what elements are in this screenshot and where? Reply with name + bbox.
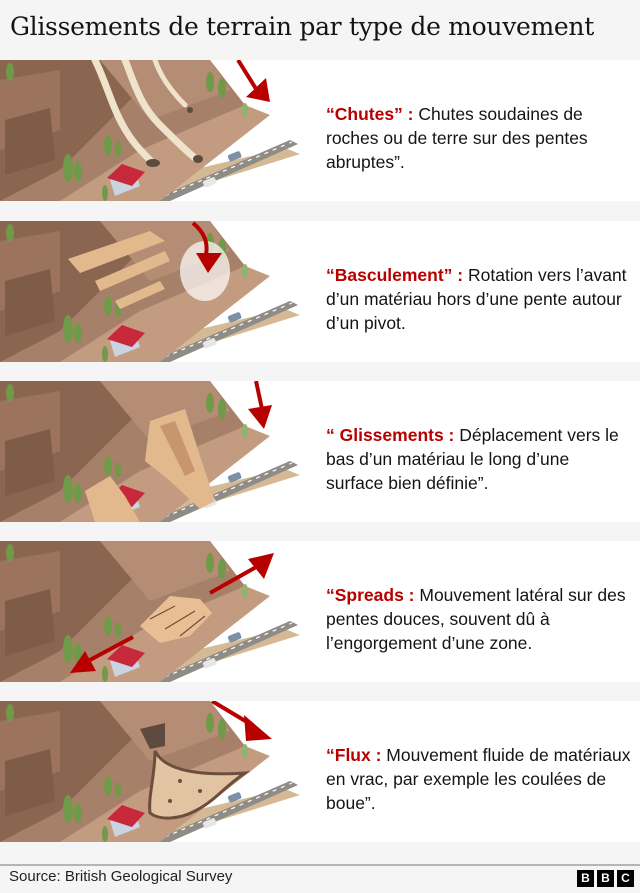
term-label: “Chutes” : xyxy=(326,104,414,124)
bbc-logo: B B C xyxy=(577,870,634,887)
term-label: “Basculement” : xyxy=(326,265,464,285)
panel-flows: “Flux : Mouvement fluide de matériaux en… xyxy=(0,701,640,842)
arrow-right-up-icon xyxy=(209,553,274,595)
bbc-logo-letter: B xyxy=(577,870,594,887)
flow-illustration xyxy=(0,701,300,842)
term-label: “Flux : xyxy=(326,745,382,765)
panel-slides: “ Glissements : Déplacement vers le bas … xyxy=(0,381,640,522)
arrow-down-right-icon xyxy=(210,701,272,741)
topple-illustration xyxy=(0,221,300,362)
panel-topple: “Basculement” : Rotation vers l’avant d’… xyxy=(0,221,640,362)
arrow-down-right-icon xyxy=(236,60,270,102)
description-text: Rotation vers l’avant d’un matériau hors… xyxy=(326,265,627,333)
panel-spreads: “Spreads : Mouvement latéral sur des pen… xyxy=(0,541,640,682)
rockfall-illustration xyxy=(0,60,300,201)
source-credit: Source: British Geological Survey xyxy=(9,868,233,885)
footer-divider xyxy=(0,864,640,866)
bbc-logo-letter: B xyxy=(597,870,614,887)
spread-illustration xyxy=(0,541,300,682)
panel-falls: “Chutes” : Chutes soudaines de roches ou… xyxy=(0,60,640,201)
description-text: Chutes soudaines de roches ou de terre s… xyxy=(326,104,588,172)
flows-description: “Flux : Mouvement fluide de matériaux en… xyxy=(326,743,631,815)
description-text: Mouvement latéral sur des pentes douces,… xyxy=(326,585,626,653)
bbc-logo-letter: C xyxy=(617,870,634,887)
term-label: “ Glissements : xyxy=(326,425,455,445)
page-title: Glissements de terrain par type de mouve… xyxy=(10,12,594,41)
slides-description: “ Glissements : Déplacement vers le bas … xyxy=(326,423,631,495)
slide-illustration xyxy=(0,381,300,522)
term-label: “Spreads : xyxy=(326,585,415,605)
arrow-down-icon xyxy=(248,381,272,429)
falls-description: “Chutes” : Chutes soudaines de roches ou… xyxy=(326,102,631,174)
description-text: Mouvement fluide de matériaux en vrac, p… xyxy=(326,745,631,813)
spreads-description: “Spreads : Mouvement latéral sur des pen… xyxy=(326,583,631,655)
arrow-curved-down-icon xyxy=(191,221,222,273)
description-text: Déplacement vers le bas d’un matériau le… xyxy=(326,425,619,493)
arrow-left-down-icon xyxy=(70,635,134,673)
topple-description: “Basculement” : Rotation vers l’avant d’… xyxy=(326,263,631,335)
